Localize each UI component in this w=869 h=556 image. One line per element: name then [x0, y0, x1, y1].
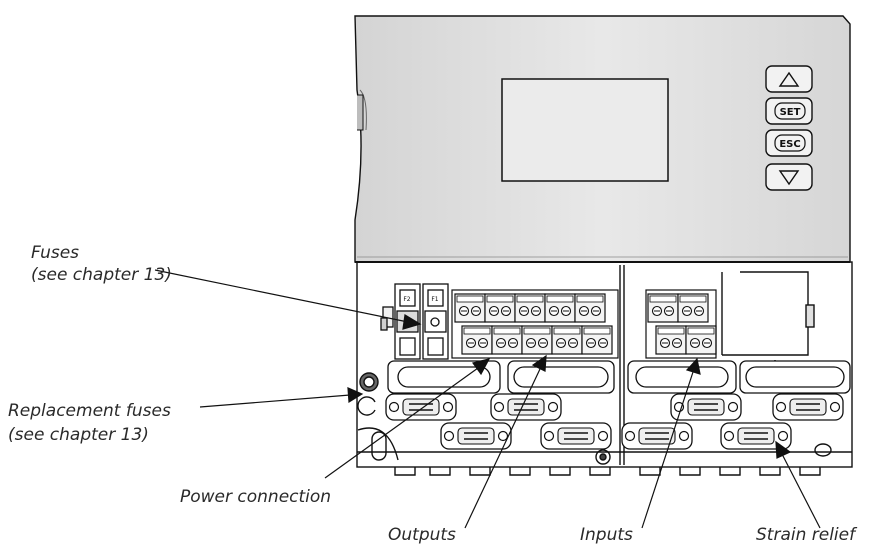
output-terminal-upper: [514, 293, 546, 323]
label-inputs: Inputs: [580, 525, 633, 545]
strain-relief-clamp-lower[interactable]: [440, 422, 512, 450]
label-power-connection: Power connection: [180, 487, 332, 507]
screw-icon: [543, 430, 555, 442]
cable-entries: [387, 360, 851, 394]
screw-icon: [678, 430, 690, 442]
output-terminal-lower: [581, 325, 613, 355]
screw-icon: [597, 430, 609, 442]
leader-lines: [154, 269, 821, 529]
screw-icon: [442, 401, 454, 413]
key-up[interactable]: [765, 65, 813, 93]
screw-icon: [775, 401, 787, 413]
output-terminal-upper: [544, 293, 576, 323]
input-terminal-lower: [655, 325, 687, 355]
screw-icon: [388, 401, 400, 413]
label-outputs: Outputs: [388, 525, 456, 545]
key-esc[interactable]: ESC: [765, 129, 813, 157]
screw-icon: [493, 401, 505, 413]
screw-icon: [777, 430, 789, 442]
down-arrow-icon: [778, 170, 800, 186]
strain-relief-clamp-upper[interactable]: [670, 393, 742, 421]
output-terminal-upper: [574, 293, 606, 323]
screw-icon: [727, 401, 739, 413]
key-set-label: SET: [780, 107, 801, 118]
output-terminal-lower: [521, 325, 553, 355]
screw-icon: [443, 430, 455, 442]
label-replacement-ref: (see chapter 13): [8, 425, 149, 445]
up-arrow-icon: [778, 71, 800, 87]
strain-relief-clamp-lower[interactable]: [540, 422, 612, 450]
screw-icon: [829, 401, 841, 413]
strain-relief-clamp-upper[interactable]: [490, 393, 562, 421]
screw-icon: [723, 430, 735, 442]
screw-icon: [624, 430, 636, 442]
strain-relief-clamp-upper[interactable]: [772, 393, 844, 421]
key-esc-label: ESC: [779, 139, 800, 150]
input-terminal-lower: [685, 325, 717, 355]
label-replacement-fuses: Replacement fuses: [8, 401, 171, 421]
terminal-blocks: [451, 289, 717, 359]
input-terminal-upper: [647, 293, 679, 323]
label-strain-relief: Strain relief: [756, 525, 856, 545]
fuse-mark-f1: F1: [431, 296, 438, 303]
label-fuses-ref: (see chapter 13): [31, 265, 172, 285]
fuse-slot-right: [424, 310, 447, 333]
strain-relief-clamp-lower[interactable]: [621, 422, 693, 450]
output-terminal-upper: [484, 293, 516, 323]
output-terminal-upper: [454, 293, 486, 323]
strain-relief-clamp-upper[interactable]: [385, 393, 457, 421]
output-terminal-lower: [461, 325, 493, 355]
strain-relief-clamp-lower[interactable]: [720, 422, 792, 450]
key-set[interactable]: SET: [765, 97, 813, 125]
input-terminal-upper: [677, 293, 709, 323]
label-fuses: Fuses: [31, 243, 80, 263]
spare-fuse-holders: [357, 304, 832, 465]
screw-icon: [547, 401, 559, 413]
fuse-mark-f2: F2: [403, 296, 410, 303]
output-terminal-lower: [551, 325, 583, 355]
screw-icon: [497, 430, 509, 442]
key-down[interactable]: [765, 163, 813, 191]
display-screen: [501, 78, 669, 182]
output-terminal-lower: [491, 325, 523, 355]
